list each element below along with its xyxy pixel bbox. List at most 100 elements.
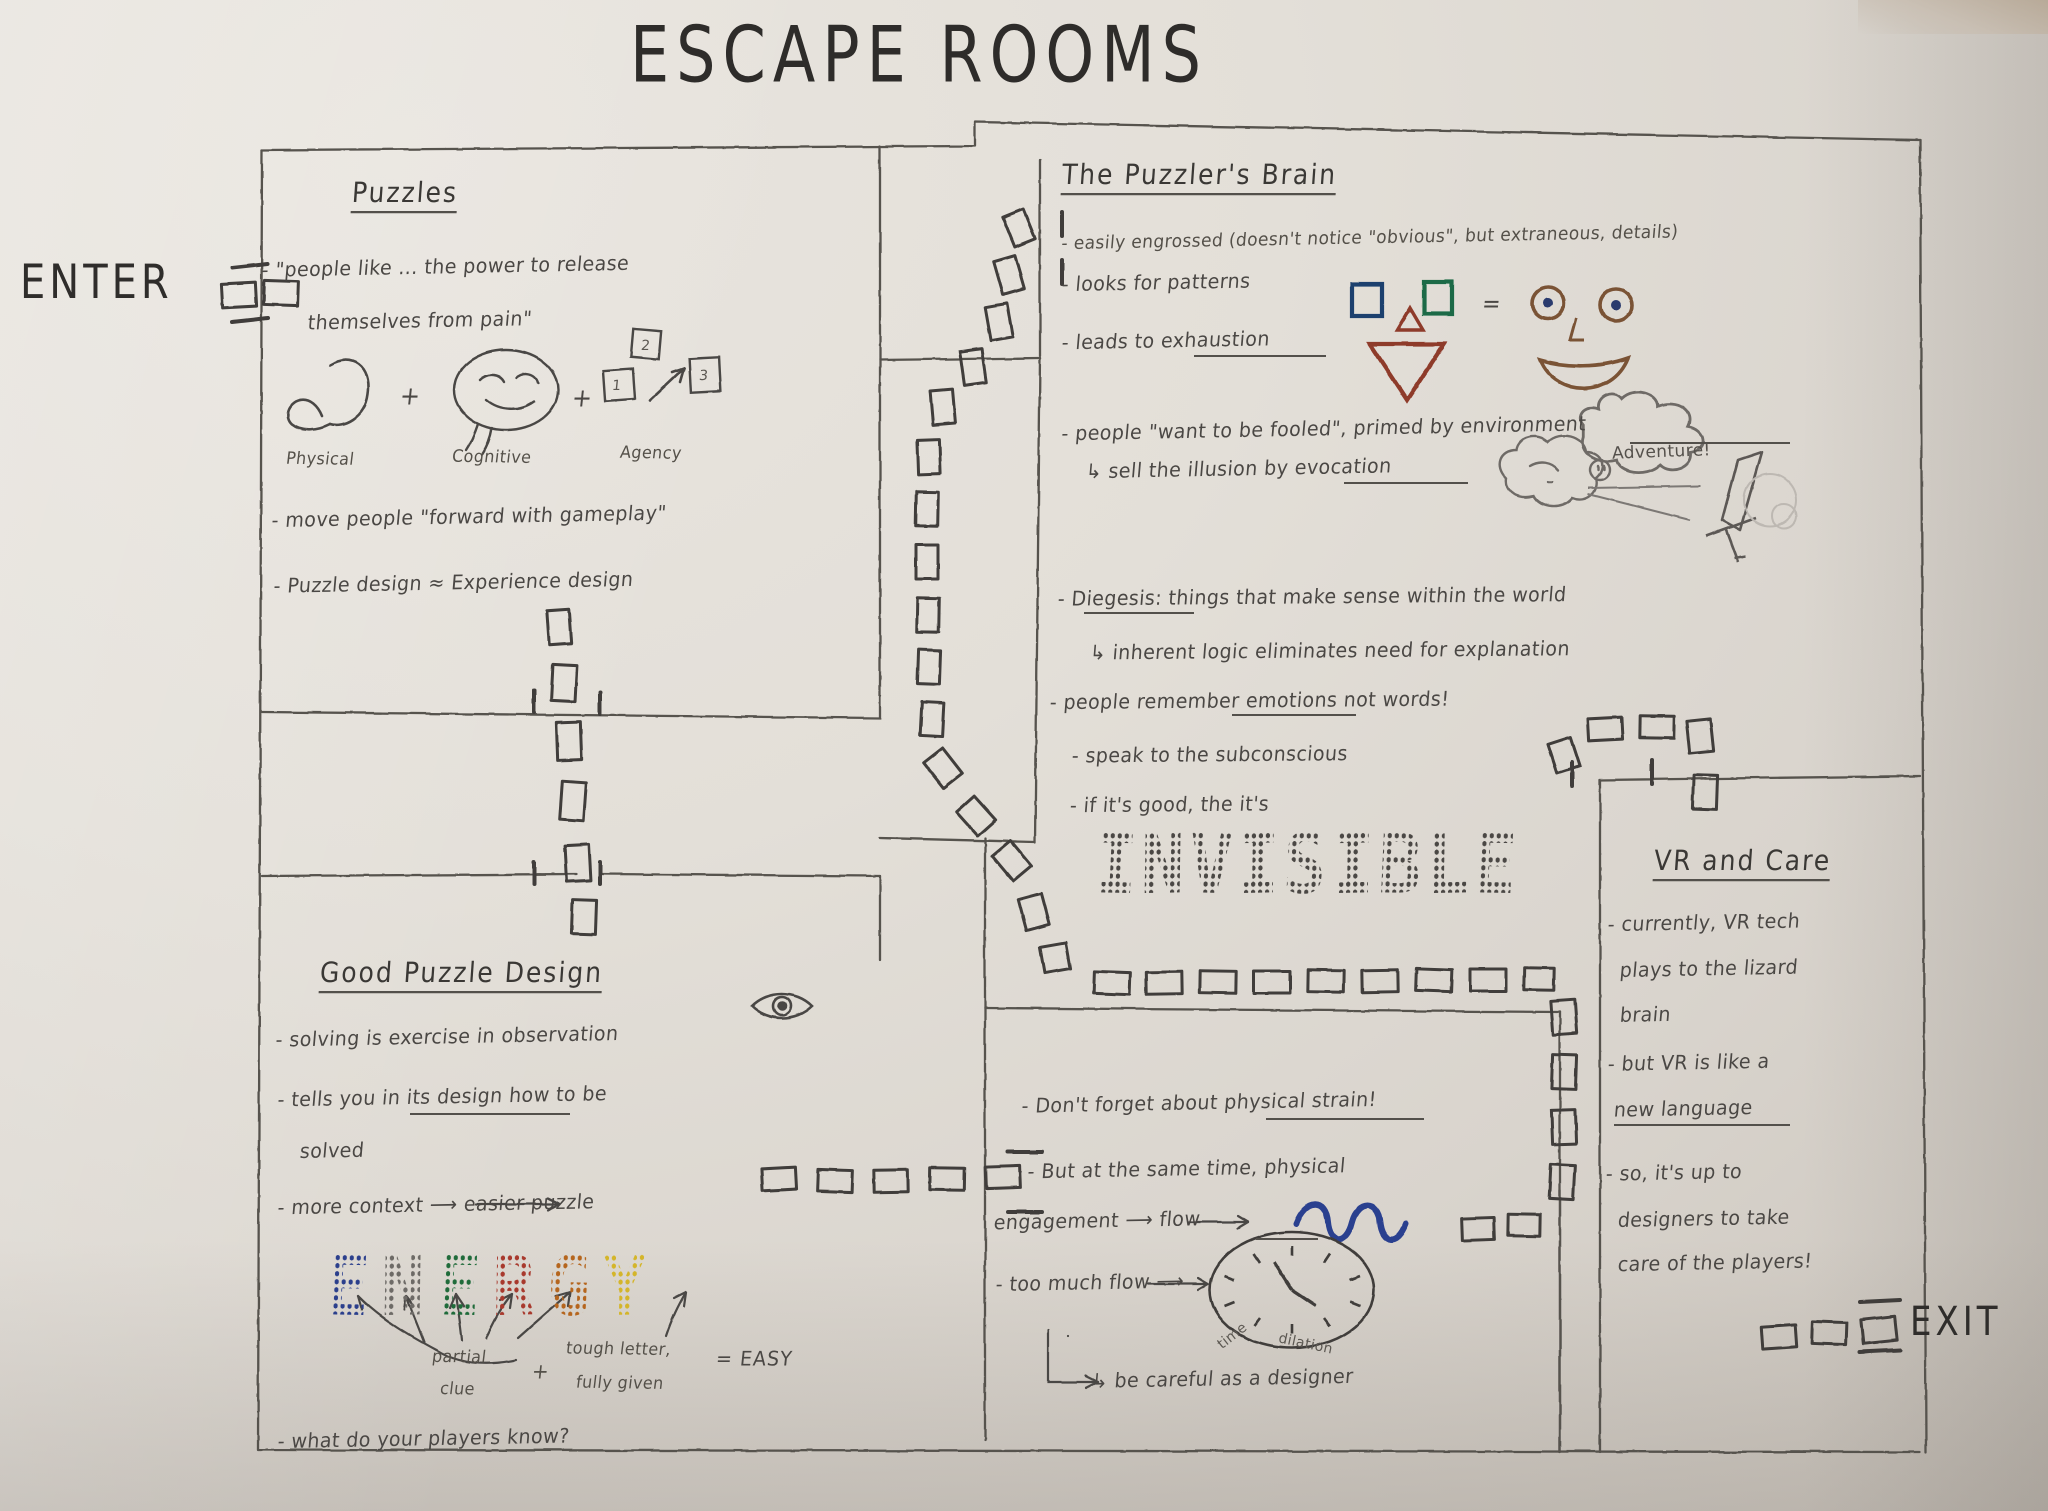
dotted-letter: N: [1140, 815, 1186, 913]
underline-emotions: [1232, 714, 1356, 716]
energy-arrows: [356, 1290, 688, 1365]
dotted-letter: N: [380, 1237, 426, 1335]
annotation-easy: = EASY: [714, 1347, 794, 1371]
door-markers: [230, 210, 1902, 1354]
clock-label-time: time: [1214, 1319, 1251, 1353]
agency-tile-1: 1: [611, 378, 623, 394]
thought-bubble: [1578, 390, 1705, 474]
brain-bullet-9: - if it's good, the it's: [1069, 792, 1270, 818]
paper-corner-shadow: [1858, 0, 2048, 34]
brain-bullet-8: - speak to the subconscious: [1070, 742, 1349, 768]
flow-bullet-3: engagement ⟶ flow: [992, 1207, 1202, 1235]
brain-bullet-3-text: - leads to exhaustion: [1060, 327, 1271, 355]
gpd-bullet-4: - more context ⟶ easier puzzle: [276, 1190, 596, 1220]
brain-bullet-4: - people "want to be fooled", primed by …: [1060, 412, 1588, 446]
dotted-letter: V: [1186, 815, 1235, 913]
gpd-bullet-3: solved: [298, 1138, 366, 1164]
path-tiles: [219, 207, 1899, 1351]
vr-line-5: new language: [1612, 1095, 1754, 1122]
dotted-letter: I: [1091, 815, 1140, 913]
vr-line-8: care of the players!: [1616, 1249, 1814, 1277]
dotted-letter: I: [1330, 815, 1375, 913]
clock-icon: [1208, 1230, 1376, 1350]
vr-line-1: - currently, VR tech: [1606, 909, 1802, 937]
puzzles-plus-2: +: [570, 383, 595, 413]
dotted-letter: B: [1375, 815, 1424, 913]
brain-icon: [452, 348, 560, 456]
flow-squiggle: [1293, 1201, 1409, 1243]
good-puzzle-design-heading: Good Puzzle Design: [318, 956, 605, 994]
smiley-face-icon: [1530, 285, 1634, 391]
vr-line-2: plays to the lizard: [1618, 955, 1799, 983]
vr-line-6: - so, it's up to: [1604, 1160, 1744, 1186]
clock-label-dilation: dilation: [1276, 1330, 1335, 1358]
underline-environment: [1630, 442, 1790, 444]
enter-label: ENTER: [20, 255, 173, 311]
label-physical: Physical: [284, 447, 356, 470]
sword-icon: [1705, 450, 1764, 563]
dotted-letter: Y: [602, 1237, 647, 1335]
flexed-arm-icon: [286, 358, 370, 431]
vr-line-4: - but VR is like a: [1606, 1049, 1771, 1077]
vr-heading: VR and Care: [1652, 844, 1833, 882]
dotted-letter: G: [545, 1237, 593, 1335]
puzzles-quote-line-2: themselves from pain": [306, 307, 534, 335]
dotted-letter: S: [1281, 815, 1329, 913]
puzzles-plus-1: +: [398, 381, 423, 411]
page-title: ESCAPE ROOMS: [630, 8, 1209, 101]
annotation-tough-letter: tough letter,: [564, 1337, 673, 1360]
underline-new-language: [1614, 1124, 1790, 1126]
dotted-letter: E: [323, 1237, 372, 1335]
dotted-letter: R: [491, 1237, 537, 1335]
agency-tile-3: 3: [698, 368, 710, 384]
pattern-shapes: [1349, 279, 1455, 404]
annotation-clue: clue: [438, 1378, 477, 1399]
underline-in-its-design: [410, 1113, 570, 1115]
pattern-equals-sign: =: [1480, 291, 1503, 318]
annotation-plus: +: [530, 1358, 551, 1384]
puzzles-bullet-1: - move people "forward with gameplay": [270, 501, 668, 533]
vr-line-7: designers to take: [1616, 1205, 1791, 1233]
underline-flow: [1256, 1238, 1318, 1240]
dotted-letter: I: [1235, 815, 1281, 913]
flow-sub-arrow: ↳ be careful as a designer: [1090, 1364, 1355, 1394]
puzzles-bullet-2: - Puzzle design ≈ Experience design: [272, 567, 635, 599]
label-cognitive: Cognitive: [450, 445, 533, 468]
thought-bubble-label: Adventure!: [1611, 440, 1712, 464]
brain-bullet-6: ↳ inherent logic eliminates need for exp…: [1088, 637, 1571, 665]
misc-arrows: [474, 1196, 1250, 1390]
underline-exhaustion: [1194, 355, 1326, 357]
agency-tile-2: 2: [640, 338, 652, 354]
label-agency: Agency: [618, 441, 684, 463]
underline-evocation: [1344, 482, 1468, 484]
flow-bullet-4: - too much flow ⟶: [994, 1269, 1186, 1297]
gpd-closing: - what do your players know?: [276, 1424, 571, 1454]
faint-sketch: [1743, 473, 1797, 529]
puzzles-heading: Puzzles: [350, 176, 460, 214]
annotation-fully-given: fully given: [574, 1371, 665, 1394]
flow-bullet-2: - But at the same time, physical: [1026, 1154, 1347, 1184]
puzzles-quote-line-1: - "people like ... the power to release: [260, 251, 631, 283]
dotted-letter: E: [1470, 815, 1519, 913]
brain-bullet-7: - people remember emotions not words!: [1048, 687, 1451, 715]
dotted-letter: E: [434, 1237, 483, 1335]
eye-icon: [750, 992, 814, 1020]
brain-bullet-5: - Diegesis: things that make sense withi…: [1056, 583, 1568, 611]
underline-physical-strain: [1266, 1118, 1424, 1120]
annotation-partial: partial: [430, 1345, 488, 1367]
brain-bullet-2: - looks for patterns: [1060, 269, 1252, 297]
agency-tiles-icon: [601, 327, 723, 403]
puzzlers-brain-heading: The Puzzler's Brain: [1060, 158, 1339, 196]
exit-label: EXIT: [1910, 1298, 2002, 1346]
dotted-letter: L: [1424, 815, 1470, 913]
gpd-bullet-2: - tells you in its design how to be: [276, 1082, 609, 1112]
flow-bullet-1: - Don't forget about physical strain!: [1020, 1087, 1378, 1119]
pointer-lines: [1587, 485, 1701, 521]
brain-bullet-1: - easily engrossed (doesn't notice "obvi…: [1060, 221, 1680, 255]
brain-sub-arrow: ↳ sell the illusion by evocation: [1084, 454, 1393, 484]
